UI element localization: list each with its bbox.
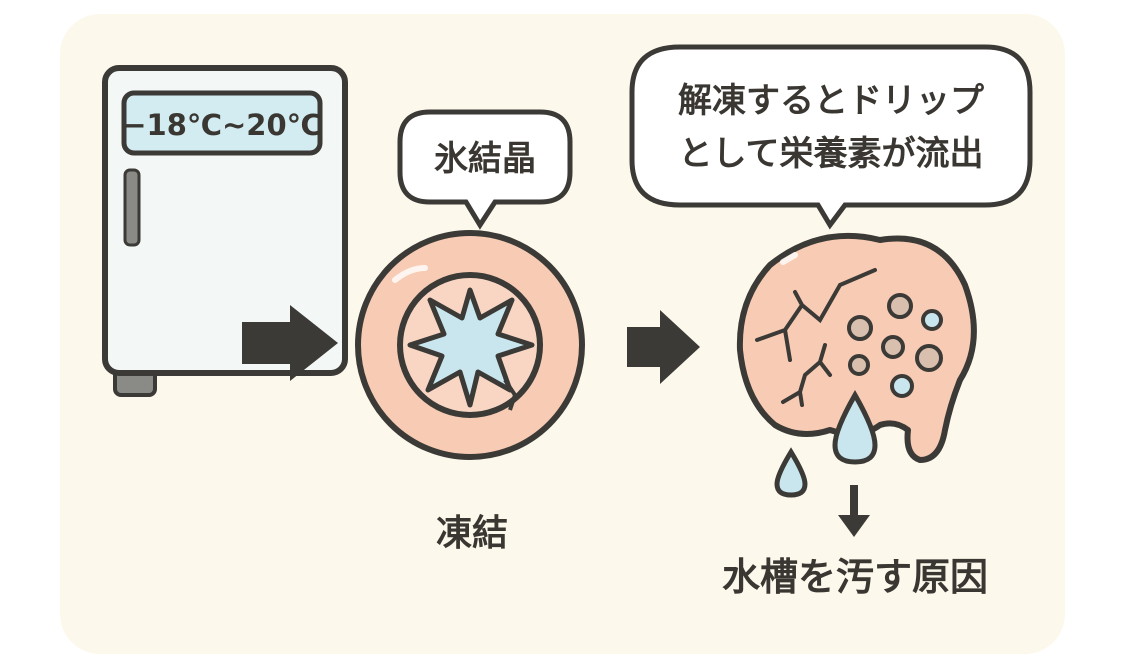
water-drop-icon: [774, 447, 808, 498]
speech-bubble-ice-crystal: 氷結晶: [397, 109, 573, 230]
result-caption: 水槽を汚す原因: [722, 555, 988, 599]
svg-text:解凍するとドリップ: 解凍するとドリップ: [678, 81, 984, 121]
thawed-cell-icon: [736, 232, 977, 498]
freezer-handle: [123, 168, 141, 247]
speech-bubble-drip: 解凍するとドリップ として栄養素が流出: [629, 44, 1033, 230]
ice-crystal-icon: [407, 287, 535, 408]
arrow-right-icon: [627, 310, 700, 384]
water-drop-icon: [832, 389, 878, 465]
svg-text:として栄養素が流出: として栄養素が流出: [679, 134, 984, 174]
freeze-caption: 凍結: [436, 513, 508, 554]
arrow-down-icon: [838, 485, 870, 537]
freezer-icon: −18℃~20℃: [102, 65, 348, 397]
arrow-right-icon: [242, 305, 338, 381]
temperature-display: [121, 90, 323, 156]
svg-text:氷結晶: 氷結晶: [434, 139, 536, 179]
temperature-label: −18℃~20℃: [122, 108, 322, 142]
frozen-cell-icon: [355, 230, 585, 460]
